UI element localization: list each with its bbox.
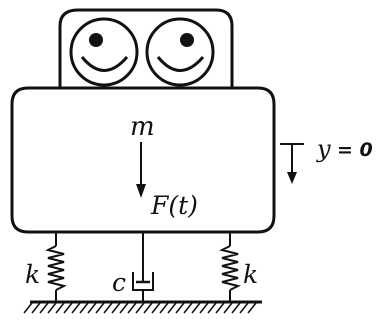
- spring-left-label: k: [25, 260, 40, 289]
- displacement-var-label: y: [316, 135, 331, 163]
- ground-hatch-line: [239, 302, 249, 314]
- ground-hatch-line: [39, 302, 49, 314]
- ground-hatch-line: [111, 302, 121, 314]
- force-label: F(t): [150, 191, 198, 220]
- ground-hatch-line: [63, 302, 73, 314]
- right-spring-icon: [219, 232, 241, 302]
- left-face-icon: [69, 17, 139, 87]
- damper-label: c: [112, 268, 126, 297]
- ground-hatch-line: [175, 302, 185, 314]
- ground-hatch-line: [23, 302, 33, 314]
- ground-hatch-line: [151, 302, 161, 314]
- ground-hatch-line: [135, 302, 145, 314]
- ground-hatch-line: [199, 302, 209, 314]
- ground-hatch-line: [55, 302, 65, 314]
- ground-hatch-line: [207, 302, 217, 314]
- ground-hatch-line: [47, 302, 57, 314]
- damper-icon: [132, 232, 154, 302]
- ground-hatch-line: [79, 302, 89, 314]
- ground-hatch-line: [95, 302, 105, 314]
- ground-hatch-line: [159, 302, 169, 314]
- ground-hatch-line: [71, 302, 81, 314]
- ground-hatching: [23, 300, 262, 314]
- displacement-indicator-icon: [280, 143, 304, 184]
- mass-body: [10, 86, 276, 234]
- ground-hatch-line: [215, 302, 225, 314]
- ground-hatch-line: [247, 302, 257, 314]
- ground-hatch-line: [103, 302, 113, 314]
- displacement-eq-label: = 0: [337, 139, 373, 161]
- ground-hatch-line: [87, 302, 97, 314]
- ground-hatch-line: [223, 302, 233, 314]
- left-spring-icon: [45, 232, 67, 302]
- mass-label: m: [130, 112, 155, 142]
- ground-hatch-line: [191, 302, 201, 314]
- ground-hatch-line: [231, 302, 241, 314]
- ground-hatch-line: [143, 302, 153, 314]
- ground-hatch-line: [119, 302, 129, 314]
- ground-hatch-line: [183, 302, 193, 314]
- ground-hatch-line: [167, 302, 177, 314]
- force-arrow-icon: [136, 142, 146, 198]
- ground-hatch-line: [127, 302, 137, 314]
- ground-hatch-line: [31, 302, 41, 314]
- right-face-icon: [145, 17, 215, 87]
- spring-right-label: k: [243, 260, 258, 289]
